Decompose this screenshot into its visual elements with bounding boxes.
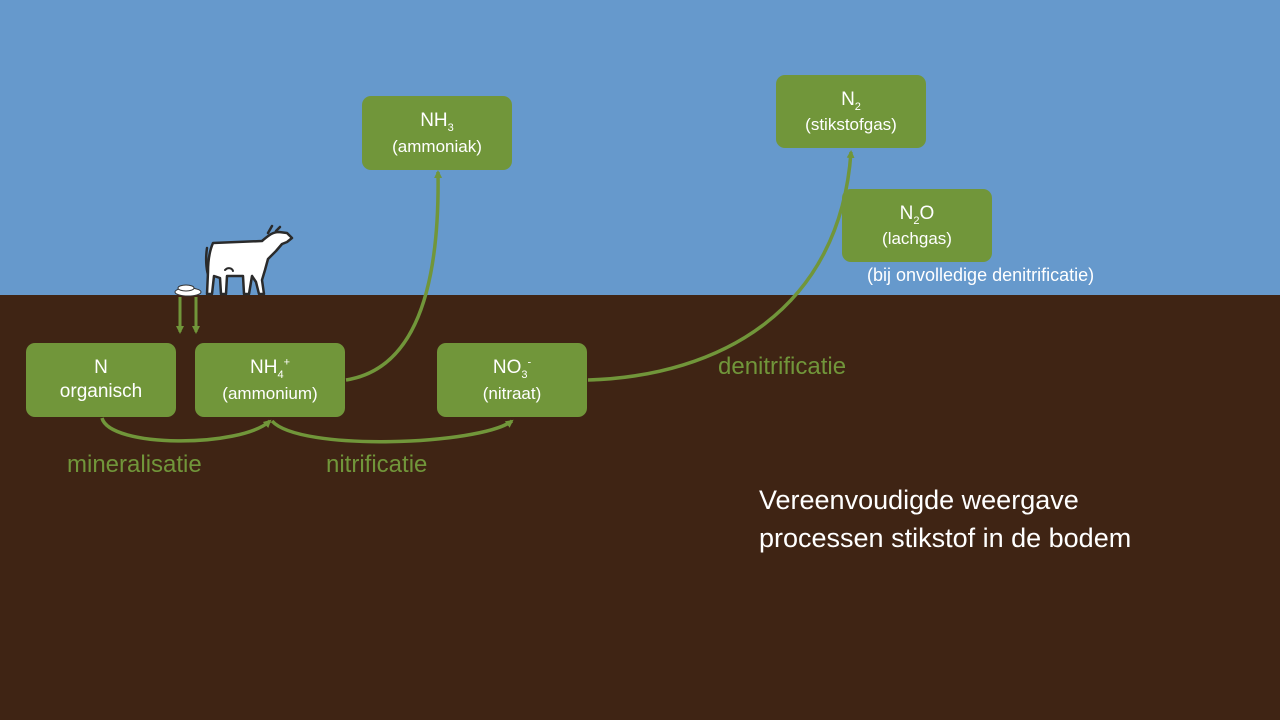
mineralisation-arrow (100, 417, 272, 443)
denitrification-arrow (587, 150, 855, 382)
nitrate-formula: NO3- (492, 356, 532, 381)
ammonia-box: NH3 (ammoniak) (362, 96, 512, 170)
ammonium-formula: NH4+ (249, 356, 290, 381)
n-organic-name: organisch (59, 381, 143, 402)
n2-name: (stikstofgas) (805, 115, 897, 135)
caption-line-1: Vereenvoudigde weergave (759, 485, 1079, 515)
diagram-caption: Vereenvoudigde weergave processen stikst… (759, 482, 1131, 558)
cow-icon (204, 224, 294, 296)
ammonium-name: (ammonium) (222, 383, 318, 403)
nitrate-name: (nitraat) (482, 383, 542, 403)
denitrification-label: denitrificatie (718, 353, 847, 380)
n2o-note: (bij onvolledige denitrificatie) (867, 265, 1095, 285)
n2-box: N2 (stikstofgas) (776, 75, 926, 148)
nitrification-label: nitrificatie (326, 451, 428, 478)
ammonia-formula: NH3 (420, 110, 454, 134)
mineralisation-label: mineralisatie (67, 451, 202, 478)
caption-line-2: processen stikstof in de bodem (759, 522, 1132, 553)
manure-icon (174, 284, 202, 297)
volatilisation-arrow (345, 170, 443, 382)
n2o-box: N2O (lachgas) (842, 189, 992, 262)
n-organic-formula: N (94, 357, 108, 379)
n2o-name: (lachgas) (882, 229, 952, 249)
nitrate-box: NO3- (nitraat) (437, 343, 587, 417)
n-organic-box: N organisch (26, 343, 176, 417)
nitrification-arrow (270, 419, 514, 444)
ammonia-name: (ammoniak) (392, 136, 482, 156)
n2o-formula: N2O (899, 202, 935, 227)
ammonium-box: NH4+ (ammonium) (195, 343, 345, 417)
n2-formula: N2 (841, 88, 861, 113)
